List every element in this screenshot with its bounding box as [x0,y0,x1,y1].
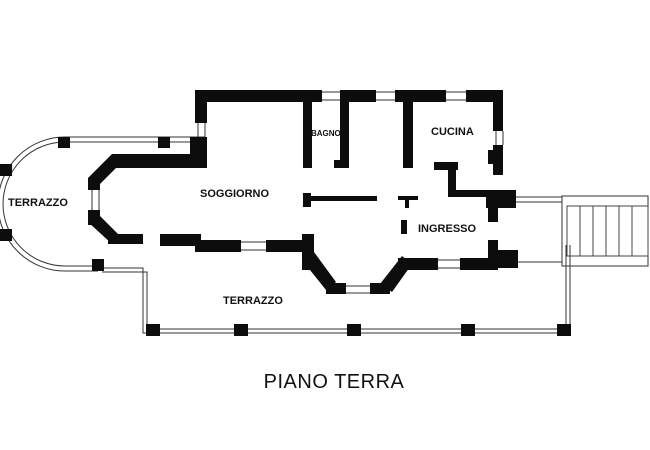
room-label-soggiorno: SOGGIORNO [200,188,270,200]
plan-title: PIANO TERRA [264,371,405,393]
room-label-bagno: BAGNO [311,129,341,138]
room-label-cucina: CUCINA [431,126,474,138]
terrace-outlines [0,136,571,334]
window-openings [91,91,504,294]
room-label-terrazzo-semicircle: TERRAZZO [8,197,68,209]
room-label-terrazzo-front: TERRAZZO [223,295,283,307]
room-label-ingresso: INGRESSO [418,223,477,235]
staircase [561,195,649,267]
walls [0,90,571,336]
